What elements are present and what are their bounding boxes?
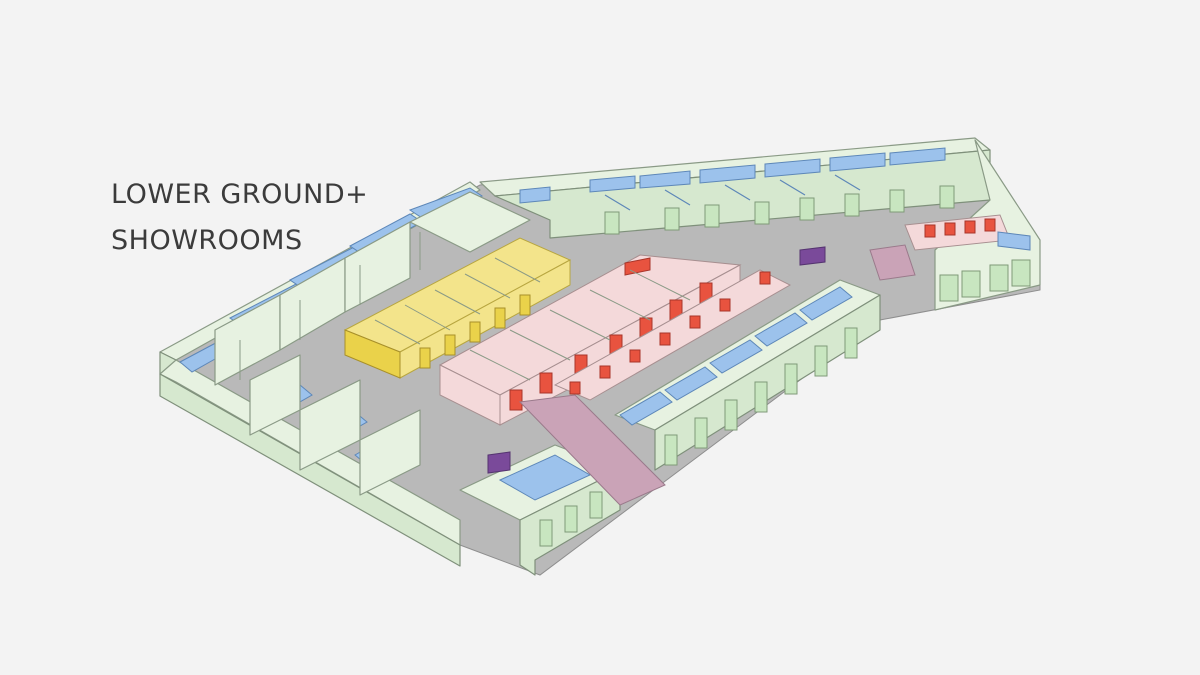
diagram-title: LOWER GROUND+ SHOWROOMS — [111, 172, 368, 264]
east-glazing — [939, 259, 1031, 302]
north-wing-glazing — [604, 174, 955, 235]
title-line-2: SHOWROOMS — [111, 225, 303, 256]
middle-red-units — [569, 271, 771, 395]
north-core-stair — [799, 246, 826, 266]
south-core-stair — [487, 451, 511, 474]
yellow-showroom-side — [344, 329, 401, 379]
south-east-blue-rooms — [619, 286, 853, 426]
yellow-doors — [419, 294, 531, 369]
west-wing-partitions — [214, 191, 531, 496]
south-block-glazing — [539, 491, 603, 547]
pink-red-units — [509, 257, 713, 411]
yellow-partitions — [374, 257, 541, 345]
title-line-1: LOWER GROUND+ — [111, 179, 369, 210]
east-blue-room — [997, 231, 1031, 251]
middle-pink-strip — [553, 269, 792, 401]
south-block-blue-room — [498, 454, 592, 501]
south-east-glazing — [664, 327, 858, 466]
east-red-rooms — [924, 218, 996, 238]
south-ramp — [518, 394, 666, 506]
north-wing-blue-bays — [519, 147, 946, 204]
east-ramp — [869, 244, 916, 281]
pink-partitions — [469, 269, 691, 381]
pink-showroom-side — [439, 364, 501, 426]
